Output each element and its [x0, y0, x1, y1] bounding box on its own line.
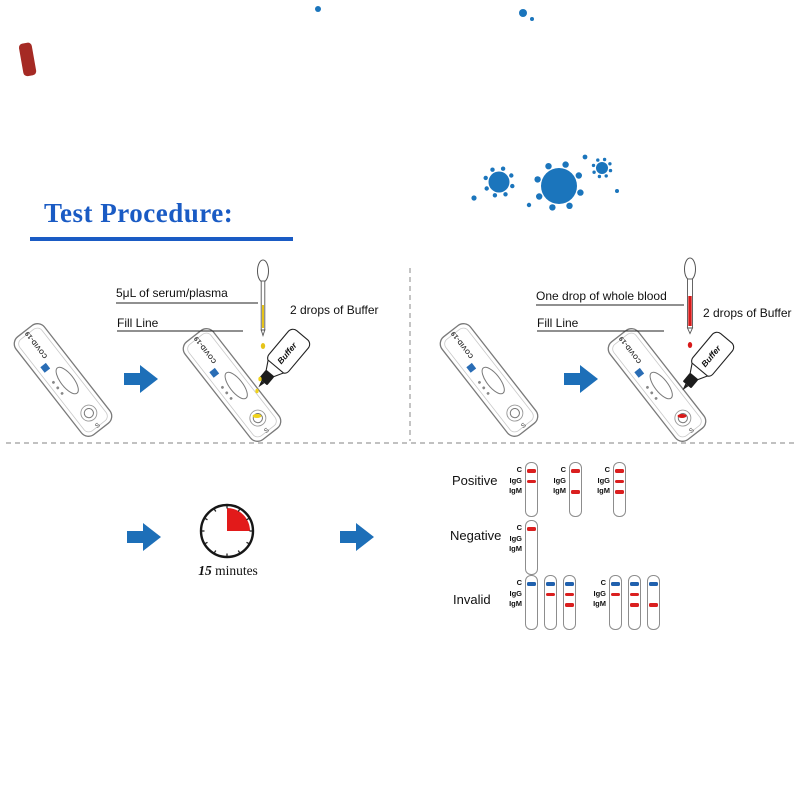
liquid-drop: [260, 343, 266, 349]
liquid-drop: [687, 342, 693, 348]
result-window: [481, 366, 505, 395]
buffer-bottle-icon: Buffer: [682, 331, 735, 391]
buffer-drops-label-right: 2 drops of Buffer: [703, 306, 792, 320]
blood-amount-label: One drop of whole blood: [536, 289, 667, 303]
bottle-cap: [683, 373, 698, 389]
sample-well-label: S: [688, 426, 696, 435]
dropper-pipette-icon: [684, 257, 696, 335]
serum-amount-label: 5μL of serum/plasma: [116, 286, 228, 300]
pipette-fluid: [688, 296, 692, 326]
step-arrow-icon: [340, 523, 374, 551]
page-title: Test Procedure:: [44, 198, 234, 228]
result-label-positive: Positive: [452, 473, 498, 488]
result-window: [649, 371, 673, 400]
cassette-blue-square: [634, 367, 645, 378]
buffer-bottle-icon: Buffer: [258, 328, 311, 388]
virus-icon: [591, 157, 613, 179]
test-cassette: COVID-19 S: [439, 323, 539, 437]
clock-ticks: [201, 505, 253, 557]
pipette-fluid: [262, 305, 264, 328]
step-arrow-icon: [564, 365, 598, 393]
cassette-blue-square: [466, 362, 477, 373]
timer-unit: minutes: [211, 563, 258, 578]
result-label-invalid: Invalid: [453, 592, 491, 607]
liquid-splash: [252, 414, 262, 418]
liquid-drop: [258, 376, 262, 382]
splash-dots: [315, 6, 619, 208]
title-underline: [30, 237, 293, 241]
decorative-red-mark: [18, 42, 37, 77]
sample-well-label: S: [263, 426, 271, 435]
liquid-drop: [255, 388, 259, 394]
cassette-blue-square: [40, 362, 51, 373]
clock-quarter-wedge: [227, 508, 250, 531]
test-cassette: COVID-19 S: [13, 323, 113, 437]
fill-line-label-right: Fill Line: [537, 316, 579, 330]
test-cassette: COVID-19 S: [182, 328, 282, 442]
cassette-blue-square: [209, 367, 220, 378]
timer-value: 15: [198, 563, 212, 578]
timer-caption: 15 minutes: [190, 563, 266, 579]
step-arrow-icon: [127, 523, 161, 551]
result-window: [55, 366, 79, 395]
result-window: [224, 371, 248, 400]
timer-clock-icon: [199, 503, 255, 559]
virus-icon: [483, 166, 515, 198]
sample-well-label: S: [520, 421, 528, 430]
generated-artwork: COVID-19 S COVID-19 S COVID-19 S: [13, 6, 735, 442]
dropper-pipette-icon: [257, 259, 269, 337]
result-label-negative: Negative: [450, 528, 502, 543]
leader-lines: [116, 302, 684, 332]
step-arrow-icon: [124, 365, 158, 393]
fill-line-label-left: Fill Line: [117, 316, 159, 330]
buffer-drops-label-left: 2 drops of Buffer: [290, 303, 379, 317]
liquid-splash: [677, 414, 687, 418]
sample-well-label: S: [94, 421, 102, 430]
virus-icon: [534, 161, 584, 211]
bottle-cap: [259, 370, 274, 386]
